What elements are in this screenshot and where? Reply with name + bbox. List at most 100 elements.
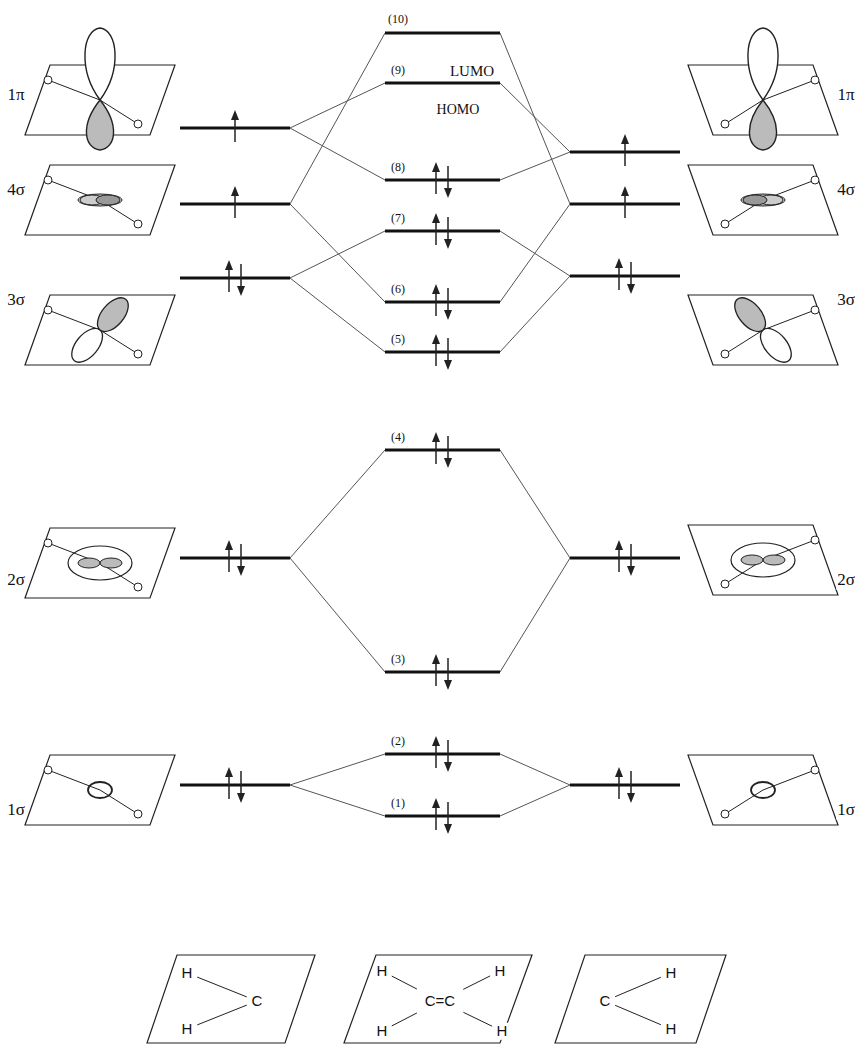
drawing-stroke xyxy=(811,176,819,184)
drawing-stroke xyxy=(237,793,245,803)
electron-arrow xyxy=(615,540,623,572)
energy-level xyxy=(385,301,500,304)
energy-level xyxy=(385,753,500,756)
orbital-label: 3σ xyxy=(6,291,26,310)
drawing-stroke xyxy=(435,744,437,768)
level-label: (4) xyxy=(390,431,406,444)
drawing-stroke xyxy=(432,654,440,664)
drawing-stroke xyxy=(228,268,230,292)
drawing-stroke xyxy=(134,810,142,818)
orbital-label: 4σ xyxy=(836,181,856,200)
level-label: LUMO xyxy=(449,63,495,80)
correlation-line xyxy=(500,785,570,816)
drawing-stroke xyxy=(811,306,819,314)
energy-level xyxy=(385,815,500,818)
correlation-line xyxy=(290,278,385,352)
drawing-stroke xyxy=(432,334,440,344)
drawing-stroke xyxy=(100,330,138,354)
molecule-box: HCH xyxy=(145,953,317,1045)
drawing-stroke xyxy=(225,260,233,270)
electron-arrow xyxy=(621,186,629,218)
drawing-stroke xyxy=(432,432,440,442)
drawing-stroke xyxy=(231,110,239,120)
energy-level xyxy=(385,82,500,85)
drawing-stroke xyxy=(444,188,452,198)
correlation-line xyxy=(500,33,570,204)
orbital-label: 1π xyxy=(836,86,855,105)
orbital-picture xyxy=(688,755,838,825)
drawing-stroke xyxy=(721,810,729,818)
drawing-stroke xyxy=(48,310,100,330)
drawing-stroke xyxy=(763,555,785,565)
bond-line xyxy=(463,976,490,989)
drawing-stroke xyxy=(86,100,113,150)
energy-level xyxy=(385,230,500,233)
correlation-line xyxy=(290,754,385,785)
electron-arrow xyxy=(627,262,635,294)
drawing-stroke xyxy=(225,767,233,777)
drawing-stroke xyxy=(624,142,626,166)
drawing-stroke xyxy=(627,793,635,803)
atom-label: H xyxy=(665,1021,678,1038)
energy-level xyxy=(570,275,680,278)
correlation-line xyxy=(290,785,385,816)
correlation-line xyxy=(290,33,385,204)
drawing-stroke xyxy=(447,338,449,362)
drawing-stroke xyxy=(134,350,142,358)
drawing-stroke xyxy=(234,194,236,218)
molecule-box: HHC=CHH xyxy=(342,953,534,1045)
orbital-label: 3σ xyxy=(836,291,856,310)
orbital-picture xyxy=(688,292,838,367)
drawing-stroke xyxy=(763,310,815,330)
drawing-stroke xyxy=(435,342,437,366)
bond-line xyxy=(392,976,417,989)
drawing-stroke xyxy=(630,771,632,795)
drawing-stroke xyxy=(748,28,778,100)
electron-arrow xyxy=(225,767,233,799)
drawing-stroke xyxy=(444,310,452,320)
drawing-stroke xyxy=(237,566,245,576)
drawing-stroke xyxy=(721,350,729,358)
atom-label: C xyxy=(251,993,264,1010)
electron-arrow xyxy=(237,544,245,576)
energy-level xyxy=(385,179,500,182)
energy-level xyxy=(570,557,680,560)
drawing-stroke xyxy=(615,258,623,268)
orbital-picture xyxy=(25,165,175,235)
drawing-stroke xyxy=(88,782,112,798)
drawing-stroke xyxy=(432,736,440,746)
drawing-stroke xyxy=(811,76,819,84)
electron-arrow xyxy=(432,213,440,245)
orbital-label: 1σ xyxy=(6,801,26,820)
orbital-label: 1π xyxy=(6,86,25,105)
correlation-line xyxy=(290,558,385,672)
drawing-stroke xyxy=(731,543,795,577)
electron-arrow xyxy=(444,658,452,690)
atom-label: C=C xyxy=(424,993,456,1010)
drawing-stroke xyxy=(231,186,239,196)
level-label: (5) xyxy=(390,333,406,346)
electron-arrow xyxy=(444,338,452,370)
drawing-stroke xyxy=(44,539,52,547)
drawing-stroke xyxy=(44,766,52,774)
drawing-stroke xyxy=(25,755,175,825)
drawing-stroke xyxy=(630,544,632,568)
orbital-picture xyxy=(25,28,175,150)
orbital-picture xyxy=(688,525,838,595)
drawing-stroke xyxy=(25,165,175,235)
electron-arrow xyxy=(444,802,452,834)
energy-level xyxy=(385,671,500,674)
atom-label: H xyxy=(494,963,507,980)
drawing-stroke xyxy=(621,186,629,196)
drawing-stroke xyxy=(100,558,122,568)
drawing-stroke xyxy=(741,555,763,565)
electron-arrow xyxy=(615,767,623,799)
box-outline xyxy=(553,953,728,1045)
electron-arrow xyxy=(231,186,239,218)
electron-arrow xyxy=(432,736,440,768)
orbital-picture xyxy=(688,28,838,150)
level-label: (10) xyxy=(387,13,409,26)
drawing-stroke xyxy=(435,292,437,316)
bond-line xyxy=(463,1012,492,1026)
electron-arrow xyxy=(432,432,440,464)
